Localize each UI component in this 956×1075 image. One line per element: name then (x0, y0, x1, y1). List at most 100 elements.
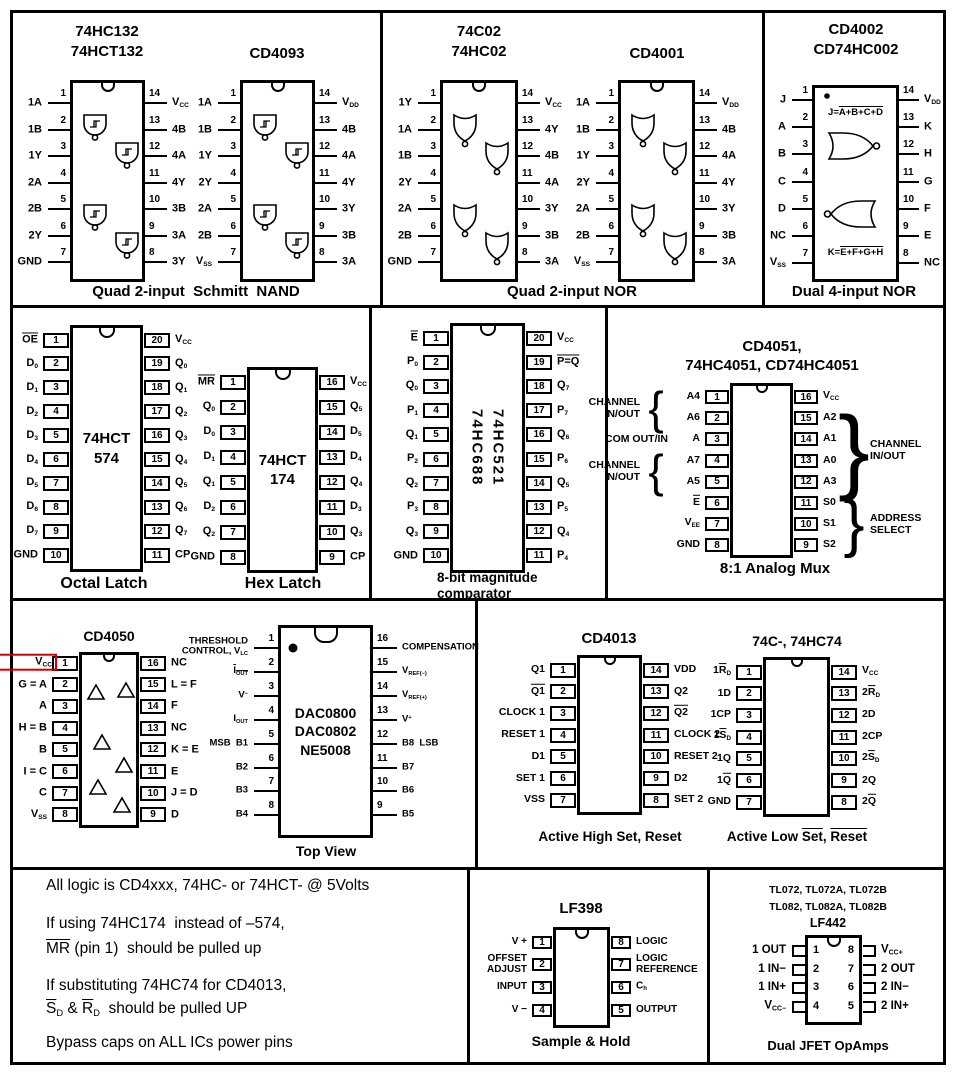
pin-label: D1 (203, 449, 215, 463)
pin-number-box: 17 (526, 403, 552, 419)
pin-line (371, 790, 397, 793)
pin-label: S1 (823, 516, 836, 529)
pin-label: 3Y (545, 202, 559, 215)
pin-number: 8 (847, 944, 854, 956)
pin-label: VSS (30, 807, 47, 821)
pin-label: 2D (862, 708, 876, 721)
logic-equation-top: J=A+B+C+D (828, 107, 883, 118)
pin-label: 1CP (710, 708, 731, 721)
pin-line (218, 181, 242, 184)
pin-label: P2 (406, 451, 418, 465)
pin-label: Q2 (175, 404, 188, 418)
pin-label: 1B (397, 149, 412, 162)
pin-label: 1Q (716, 773, 731, 786)
note-line: Bypass caps on ALL ICs power pins (46, 1034, 293, 1051)
pin-number-box: 13 (144, 499, 170, 515)
pin-number-box: 11 (831, 729, 857, 745)
pin-label: D5 (350, 424, 362, 438)
pin-label: D (171, 808, 179, 821)
pin-number: 4 (60, 167, 66, 179)
pin-label: 4Y (342, 175, 356, 188)
pin-label: VCC− (764, 999, 786, 1013)
pin-label: Q7 (175, 524, 188, 538)
pin-label: B8 LSB (402, 736, 439, 748)
pin-label: VDD (924, 92, 941, 106)
pin-label: B6 (402, 784, 415, 796)
pin-line (313, 234, 337, 237)
pin-label: 2Y (398, 175, 412, 188)
pin-number-box: 13 (794, 453, 818, 468)
pin-label: VSS (769, 256, 786, 270)
pin-label: CLOCK 2 (674, 727, 721, 740)
pin-number: 5 (230, 194, 236, 205)
chip-title: CD4001 (629, 44, 684, 64)
pin-number-box: 9 (140, 807, 166, 823)
part-number-line: 74HCT (258, 451, 307, 469)
pin-number-box: 4 (532, 1003, 552, 1017)
pin-label: V + (511, 936, 527, 948)
pin-line (792, 126, 814, 129)
pin-number: 10 (522, 194, 534, 205)
chip-title-line: CD4093 (249, 45, 305, 62)
pin-label: P3 (406, 500, 418, 514)
pin-number: 7 (268, 776, 274, 788)
pin-number: 13 (699, 114, 711, 126)
chip-notch-icon (103, 655, 115, 662)
chip-body-cd4050 (79, 652, 139, 828)
note-line: If substituting 74HC74 for CD4013, (46, 977, 287, 994)
pin-label: B3 (235, 784, 248, 796)
pin-label: V − (511, 1004, 527, 1016)
pin-label: 1SD (713, 729, 731, 743)
chip-notch-icon (274, 370, 291, 380)
pin-label: A (692, 432, 700, 445)
pin-label: A2 (823, 410, 837, 423)
pin-number: 3 (802, 139, 808, 151)
pin-label: S0 (823, 495, 836, 508)
pin-label: Q1 (530, 662, 545, 675)
pin-label: 4B (172, 122, 187, 135)
pin-line (371, 670, 397, 673)
schmitt-nand-gates-icon (243, 83, 312, 279)
chip-notch-icon (479, 326, 496, 336)
pin-line (371, 766, 397, 769)
pin-number: 1 (813, 944, 820, 956)
pin-line (792, 180, 814, 183)
pin-number: 6 (268, 752, 274, 764)
pin-label: G = A (18, 678, 47, 691)
pin-label: B (778, 147, 786, 160)
pin-number-box: 15 (144, 452, 170, 467)
pin-number-box: 2 (52, 677, 78, 693)
pin-label: D1 (531, 749, 545, 762)
pin-number-box: 1 (736, 664, 762, 680)
pin-label: D2 (203, 499, 215, 513)
panel-notes (10, 867, 470, 1065)
pin-number-box: 2 (705, 411, 729, 426)
pin-line (143, 208, 167, 210)
pin-line (693, 155, 717, 157)
note-line: If using 74HC174 instead of –574, (46, 915, 285, 932)
pin-number-box: 11 (526, 548, 552, 564)
pin-label: IOUT (233, 712, 248, 725)
pin-number-box: 16 (144, 428, 170, 444)
chip-notch-icon (472, 83, 486, 92)
pin-line (418, 234, 442, 237)
pin-stub (792, 1001, 805, 1014)
pin-line (897, 126, 919, 129)
pin-group-label: COM OUT/IN (605, 432, 668, 445)
pin-label: 4A (172, 149, 187, 162)
pin-number-box: 10 (794, 517, 818, 532)
pin-label: 1Y (28, 149, 42, 162)
pin-number-box: 1 (423, 330, 449, 346)
pin-number-box: 12 (643, 705, 669, 721)
group-brace-icon: } (843, 489, 865, 559)
pin-number-box: 12 (319, 474, 345, 490)
pin-label: 3B (172, 202, 187, 215)
pin-number: 13 (522, 114, 534, 126)
pin-label: GND (190, 550, 215, 563)
pin-label: VEE (684, 516, 700, 530)
logic-equation-bottom: K=E+F+G+H (827, 247, 884, 258)
pin-label: A0 (823, 453, 837, 466)
